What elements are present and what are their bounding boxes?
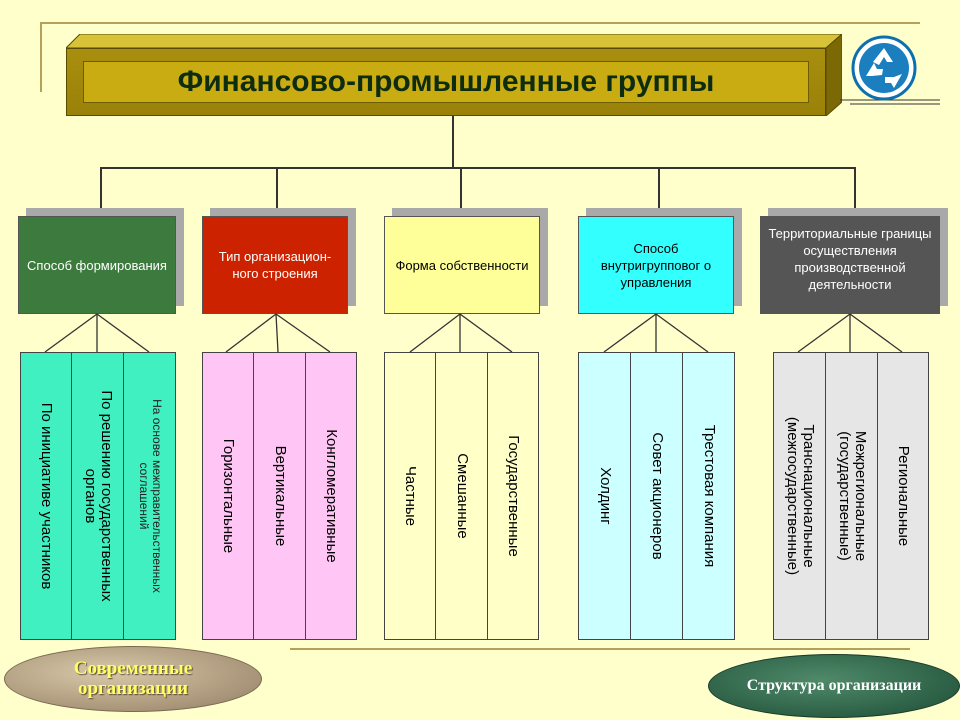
category-column: Конгломеративные: [305, 352, 357, 640]
header-management-method: Способ внутригрупповог о управления: [578, 216, 734, 314]
category-column: По решению государственных органов: [71, 352, 124, 640]
category-column: По инициативе участников: [20, 352, 72, 640]
frame-bottom-line: [290, 648, 910, 650]
modern-organizations-label: Современные организации: [73, 658, 193, 699]
category-column: Транснациональные (межгосударственные): [773, 352, 826, 640]
category-column: Холдинг: [578, 352, 631, 640]
header-label: Форма собственности: [395, 257, 529, 273]
header-structure-type: Тип организацион-ного строения: [202, 216, 348, 314]
frame-left-line: [40, 22, 42, 92]
connector-bus: [100, 167, 856, 169]
category-column: Горизонтальные: [202, 352, 254, 640]
header-label: Способ формирования: [27, 257, 167, 273]
connector-fan-3: [409, 313, 513, 353]
connector-drop-4: [658, 167, 660, 219]
header-territorial-boundaries: Территориальные границы осуществления пр…: [760, 216, 940, 314]
title-box: Финансово-промышленные группы: [66, 34, 842, 116]
category-label: По решению государственных органов: [81, 390, 115, 602]
connector-fan-1: [44, 313, 150, 353]
category-label: Смешанные: [453, 453, 471, 539]
modern-organizations-button[interactable]: Современные организации: [4, 646, 262, 712]
category-label: Межрегиональные (государственные): [835, 430, 869, 562]
connector-drop-2: [276, 167, 278, 219]
connector-drop-1: [100, 167, 102, 219]
category-label: Региональные: [895, 445, 912, 547]
category-column: Трестовая компания: [682, 352, 735, 640]
category-column: Совет акционеров: [630, 352, 683, 640]
header-ownership-form: Форма собственности: [384, 216, 540, 314]
organization-structure-label: Структура организации: [746, 677, 922, 694]
category-column: На основе межправительственных соглашени…: [123, 352, 176, 640]
category-label: Трестовая компания: [700, 424, 718, 568]
category-label: Вертикальные: [271, 445, 289, 547]
recycle-icon: [840, 34, 940, 106]
category-column: Региональные: [877, 352, 929, 640]
organization-structure-button[interactable]: Структура организации: [708, 654, 960, 718]
connector-fan-5: [797, 313, 903, 353]
category-label: Горизонтальные: [220, 438, 237, 554]
page-title: Финансово-промышленные группы: [177, 65, 715, 98]
header-label: Территориальные границы осуществления пр…: [768, 226, 932, 292]
header-label: Тип организацион-ного строения: [218, 249, 332, 281]
category-column: Межрегиональные (государственные): [825, 352, 878, 640]
category-column: Государственные: [487, 352, 539, 640]
connector-trunk: [452, 116, 454, 168]
category-label: Транснациональные (межгосударственные): [783, 416, 817, 576]
category-label: Частные: [402, 465, 419, 527]
category-label: На основе межправительственных соглашени…: [136, 399, 164, 593]
connector-fan-2: [225, 313, 331, 353]
header-label: Способ внутригрупповог о управления: [600, 240, 712, 290]
header-formation-method: Способ формирования: [18, 216, 176, 314]
category-label: Холдинг: [596, 467, 614, 525]
category-label: Государственные: [505, 435, 522, 557]
category-label: Совет акционеров: [648, 432, 666, 560]
category-label: По инициативе участников: [38, 402, 55, 590]
connector-drop-5: [854, 167, 856, 219]
frame-top-line: [40, 22, 920, 24]
category-column: Вертикальные: [253, 352, 306, 640]
category-label: Конгломеративные: [323, 429, 340, 563]
connector-fan-4: [603, 313, 709, 353]
category-column: Смешанные: [435, 352, 488, 640]
category-column: Частные: [384, 352, 436, 640]
connector-drop-3: [460, 167, 462, 219]
